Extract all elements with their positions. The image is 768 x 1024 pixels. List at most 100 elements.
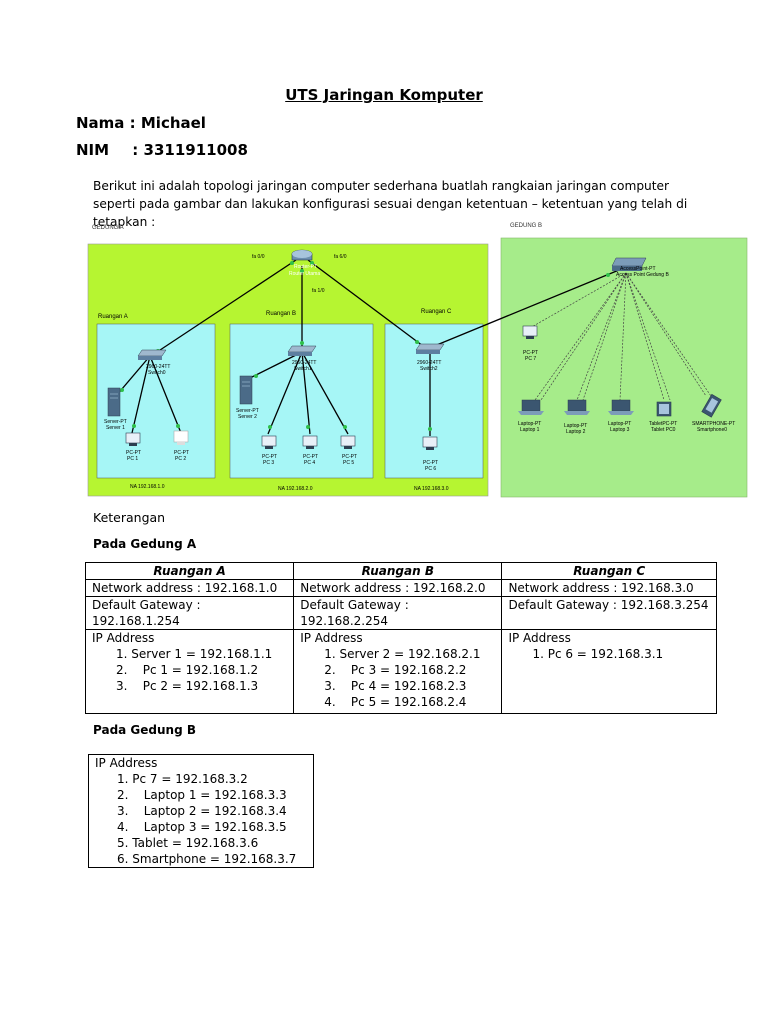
svg-text:Switch2: Switch2 — [420, 366, 438, 372]
table-row: IP Address 1. Pc 7 = 192.168.3.2 2. Lapt… — [88, 754, 314, 868]
tablet-icon — [656, 401, 672, 417]
pc2-icon — [173, 430, 189, 445]
svg-text:NA 192.168.2.0: NA 192.168.2.0 — [278, 486, 313, 492]
svg-text:2960-24TT: 2960-24TT — [417, 360, 441, 366]
list-item: 3. Pc 2 = 192.168.1.3 — [116, 679, 259, 693]
svg-text:PC-PT: PC-PT — [126, 450, 141, 456]
gedung-b-area — [500, 237, 748, 498]
svg-text:Server 2: Server 2 — [238, 414, 257, 420]
svg-text:PC 6: PC 6 — [425, 466, 436, 472]
svg-text:2960-24TT: 2960-24TT — [146, 364, 170, 370]
svg-text:2960-24TT: 2960-24TT — [292, 360, 316, 366]
pc7-icon — [522, 325, 538, 339]
gedung-a-label: GEDUNG A — [92, 225, 124, 231]
gateway-b: Default Gateway : 192.168.2.254 — [293, 596, 503, 630]
gateway-c: Default Gateway : 192.168.3.254 — [501, 596, 717, 630]
nim-label: NIM — [76, 141, 110, 159]
svg-text:Tablet PC0: Tablet PC0 — [651, 427, 676, 433]
list-item: 1. Pc 6 = 192.168.3.1 — [532, 647, 664, 661]
list-item: 2. Laptop 1 = 192.168.3.3 — [117, 788, 287, 802]
gateway-a: Default Gateway : 192.168.1.254 — [84, 596, 295, 630]
ip-label: IP Address — [300, 631, 363, 645]
svg-text:Access Point Gedung B: Access Point Gedung B — [616, 272, 669, 278]
ruangan-c-label: Ruangan C — [421, 309, 452, 315]
laptop3-icon — [608, 399, 634, 415]
network-c: Network address : 192.168.3.0 — [501, 579, 717, 597]
svg-text:SMARTPHONE-PT: SMARTPHONE-PT — [692, 421, 735, 427]
keterangan-label: Keterangan — [93, 510, 166, 525]
table-row: Default Gateway : 192.168.1.254 Default … — [84, 596, 717, 630]
header-ruangan-c: Ruangan C — [501, 562, 717, 580]
pc5-icon — [340, 435, 356, 449]
svg-text:fa 1/0: fa 1/0 — [312, 288, 325, 294]
list-item: 1. Pc 7 = 192.168.3.2 — [117, 772, 248, 786]
ip-list-c: IP Address 1. Pc 6 = 192.168.3.1 — [501, 629, 717, 714]
list-item: 4. Laptop 3 = 192.168.3.5 — [117, 820, 287, 834]
svg-text:fa 0/0: fa 0/0 — [252, 254, 265, 260]
list-item: 1. Server 1 = 192.168.1.1 — [116, 647, 273, 661]
svg-text:PC 2: PC 2 — [175, 456, 186, 462]
network-a: Network address : 192.168.1.0 — [84, 579, 295, 597]
svg-text:Switch1: Switch1 — [294, 366, 312, 372]
svg-text:PC-PT: PC-PT — [423, 460, 438, 466]
header-ruangan-a: Ruangan A — [84, 562, 295, 580]
svg-text:Laptop-PT: Laptop-PT — [608, 421, 631, 427]
pc6-icon — [422, 436, 438, 450]
laptop2-icon — [564, 399, 590, 415]
pc4-icon — [302, 435, 318, 449]
gedung-b-heading: Pada Gedung B — [93, 723, 197, 737]
svg-text:Router Utama: Router Utama — [289, 271, 320, 277]
svg-text:Laptop 2: Laptop 2 — [566, 429, 586, 435]
network-b: Network address : 192.168.2.0 — [293, 579, 503, 597]
ip-list-a: IP Address 1. Server 1 = 192.168.1.1 2. … — [84, 629, 295, 714]
student-nim: NIM : 3311911008 — [76, 141, 248, 159]
svg-text:PC 1: PC 1 — [127, 456, 138, 462]
ip-list-b: IP Address 1. Server 2 = 192.168.2.1 2. … — [293, 629, 503, 714]
switch2-icon — [415, 343, 445, 354]
svg-text:PC 5: PC 5 — [343, 460, 354, 466]
ip-label: IP Address — [508, 631, 571, 645]
svg-text:Router-PT: Router-PT — [294, 264, 317, 270]
svg-text:PC-PT: PC-PT — [262, 454, 277, 460]
pc3-icon — [261, 435, 277, 449]
svg-text:fa 6/0: fa 6/0 — [334, 254, 347, 260]
ip-label: IP Address — [95, 756, 158, 770]
gedung-b-label: GEDUNG B — [510, 223, 542, 229]
list-item: 2. Pc 3 = 192.168.2.2 — [324, 663, 467, 677]
svg-text:Server-PT: Server-PT — [104, 419, 127, 425]
pc1-icon — [125, 432, 141, 446]
server2-icon — [239, 375, 253, 405]
svg-text:Server-PT: Server-PT — [236, 408, 259, 414]
nim-value: : 3311911008 — [132, 141, 248, 159]
student-name: Nama : Michael — [76, 114, 206, 132]
svg-text:Laptop-PT: Laptop-PT — [564, 423, 587, 429]
network-topology-diagram: GEDUNG A GEDUNG B Ruangan A Ruangan B Ru… — [87, 223, 748, 498]
table-row: Network address : 192.168.1.0 Network ad… — [84, 579, 717, 597]
list-item: 2. Pc 1 = 192.168.1.2 — [116, 663, 259, 677]
svg-text:Laptop-PT: Laptop-PT — [518, 421, 541, 427]
ruangan-b-label: Ruangan B — [266, 311, 296, 317]
svg-text:AccessPoint-PT: AccessPoint-PT — [620, 266, 656, 272]
svg-text:NA 192.168.1.0: NA 192.168.1.0 — [130, 484, 165, 490]
table-row: IP Address 1. Server 1 = 192.168.1.1 2. … — [84, 629, 717, 714]
svg-text:PC-PT: PC-PT — [342, 454, 357, 460]
svg-text:NA 192.168.3.0: NA 192.168.3.0 — [414, 486, 449, 492]
svg-text:PC-PT: PC-PT — [523, 350, 538, 356]
svg-text:Switch0: Switch0 — [148, 370, 166, 376]
list-item: 1. Server 2 = 192.168.2.1 — [324, 647, 481, 661]
list-item: 5. Tablet = 192.168.3.6 — [117, 836, 259, 850]
router-icon — [291, 249, 313, 261]
access-point-icon — [611, 257, 647, 271]
svg-text:TabletPC-PT: TabletPC-PT — [649, 421, 677, 427]
svg-text:PC 3: PC 3 — [263, 460, 274, 466]
list-item: 3. Pc 4 = 192.168.2.3 — [324, 679, 467, 693]
intro-text: Berikut ini adalah topologi jaringan com… — [93, 179, 688, 229]
ip-label: IP Address — [92, 631, 155, 645]
ip-list-gedung-b: IP Address 1. Pc 7 = 192.168.3.2 2. Lapt… — [88, 754, 314, 868]
server1-icon — [107, 387, 121, 417]
gedung-a-heading: Pada Gedung A — [93, 537, 197, 551]
laptop1-icon — [518, 399, 544, 415]
svg-text:Laptop 3: Laptop 3 — [610, 427, 630, 433]
switch0-icon — [137, 349, 167, 360]
list-item: 3. Laptop 2 = 192.168.3.4 — [117, 804, 287, 818]
